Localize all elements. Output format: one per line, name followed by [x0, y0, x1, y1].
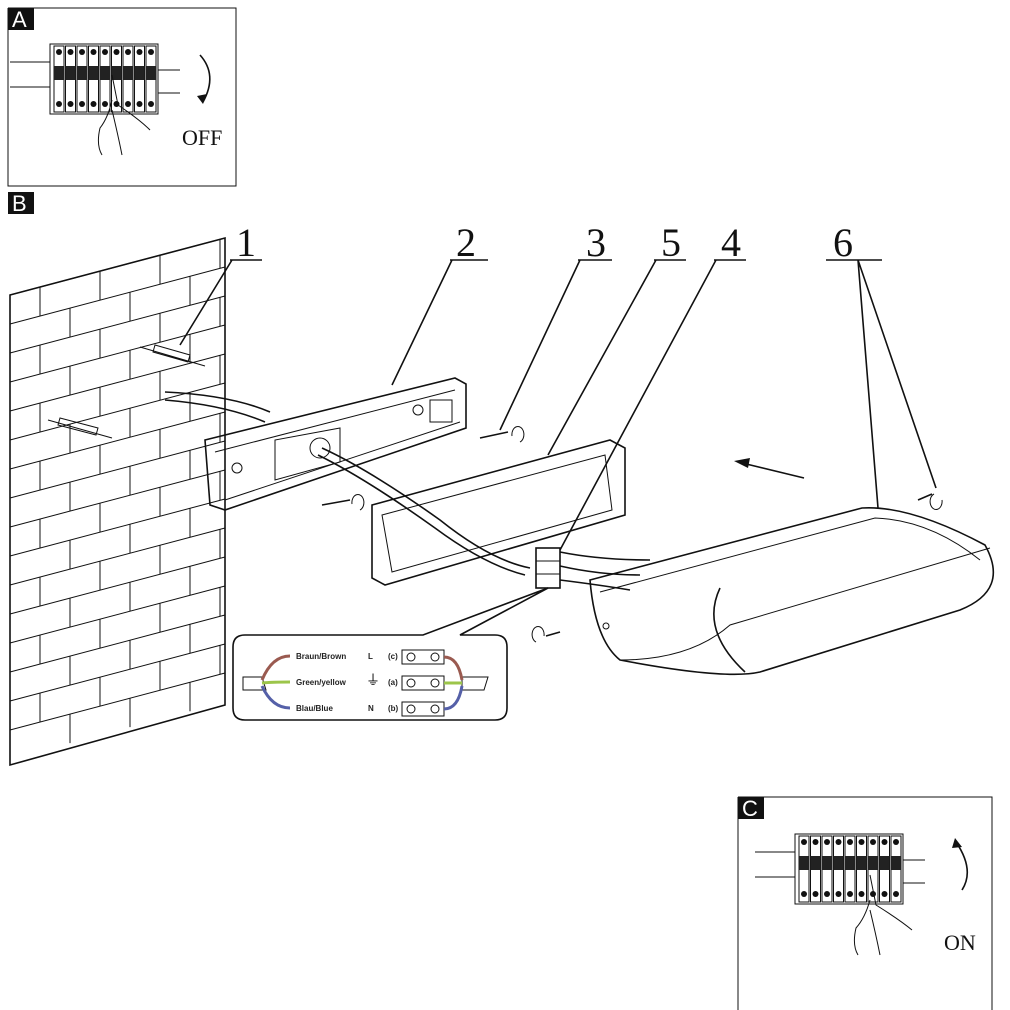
wire-code: N — [368, 704, 374, 713]
mounting-bracket — [204, 377, 467, 511]
callout-5: 5 — [661, 220, 681, 265]
callout-4: 4 — [721, 220, 741, 265]
panel-a-label: A — [12, 7, 27, 32]
terminal-block-slot — [401, 649, 445, 665]
screw-icon — [321, 426, 525, 511]
panel-c-label: C — [742, 796, 758, 821]
lamp-body — [589, 506, 995, 676]
callout-3: 3 — [586, 220, 606, 265]
wire-code: L — [368, 652, 373, 661]
wire-row: Blau/Blue N (b) — [260, 685, 464, 717]
panel-c-badge — [738, 797, 764, 819]
earth-symbol-icon: ⏚ — [366, 672, 380, 688]
on-caption: ON — [944, 930, 976, 955]
brick-wall — [9, 236, 226, 767]
circuit-breaker-icon — [10, 43, 180, 115]
wire-name: Blau/Blue — [296, 704, 333, 713]
terminal-label: (b) — [388, 704, 399, 713]
gasket-frame — [371, 439, 626, 586]
callout-1: 1 — [236, 220, 256, 265]
panel-b-badge — [8, 192, 34, 214]
callout-2: 2 — [456, 220, 476, 265]
callout-6: 6 — [833, 220, 853, 265]
callouts: 1 2 3 5 4 6 — [179, 220, 937, 551]
hand-icon — [853, 874, 913, 956]
terminal-label: (a) — [388, 678, 398, 687]
terminal-block — [535, 547, 651, 591]
cable-to-connector — [317, 447, 531, 576]
panel-a-badge — [8, 8, 34, 30]
wire-row: Green/yellow (a) — [261, 675, 462, 691]
terminal-block-slot — [401, 701, 445, 717]
screw-icon — [531, 493, 943, 643]
arrow-up-icon — [955, 841, 969, 891]
hand-icon — [97, 74, 151, 156]
terminal-block-slot — [401, 675, 445, 691]
wiring-inset — [232, 587, 549, 721]
panel-b-label: B — [12, 191, 27, 216]
wire-name: Braun/Brown — [296, 652, 346, 661]
wire-row: Braun/Brown L (c) — [260, 649, 464, 681]
terminal-label: (c) — [388, 652, 398, 661]
circuit-breaker-icon — [755, 833, 925, 905]
wall-plug-icon — [47, 344, 206, 439]
mains-cable — [164, 391, 271, 423]
direction-arrow-icon — [737, 461, 805, 479]
panel-a-switch-off: A OFF — [7, 7, 237, 187]
panel-c-switch-on: C ON — [737, 796, 993, 1010]
off-caption: OFF — [182, 125, 222, 150]
wire-name: Green/yellow — [296, 678, 347, 687]
